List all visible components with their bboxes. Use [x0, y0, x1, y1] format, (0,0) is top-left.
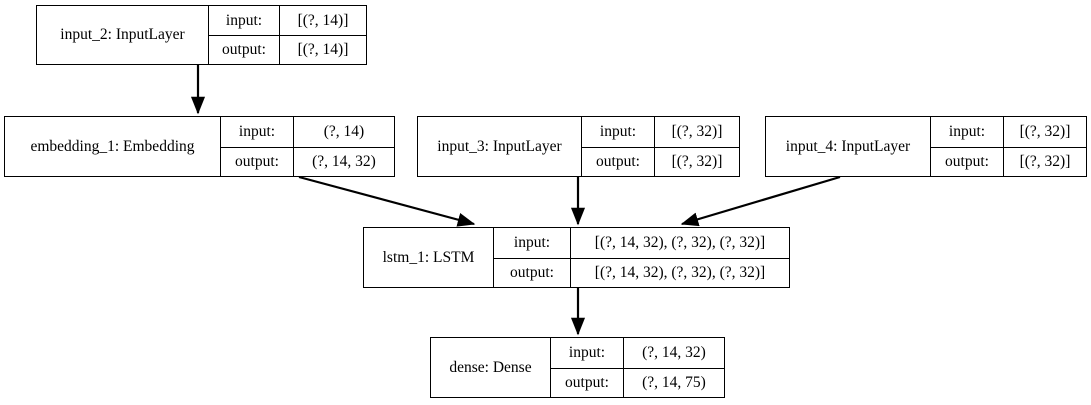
node-input_3-output-label: output: — [596, 152, 640, 170]
node-embedding_1-input-row: input: (?, 14) — [221, 117, 394, 147]
node-input_4-input-row: input: [(?, 32)] — [931, 117, 1086, 147]
node-dense-io: input: (?, 14, 32) output: (?, 14, 75) — [550, 338, 724, 397]
node-input_2-output-shape: [(?, 14)] — [279, 36, 366, 64]
node-input_2-input-label: input: — [225, 11, 263, 29]
node-input_2-title: input_2: InputLayer — [60, 26, 185, 43]
node-input_3-io: input: [(?, 32)] output: [(?, 32)] — [581, 117, 739, 176]
node-input_3[interactable]: input_3: InputLayer input: [(?, 32)] out… — [417, 116, 740, 177]
node-input_4-output-label: output: — [945, 152, 989, 170]
node-dense-output-shape: (?, 14, 75) — [623, 368, 724, 397]
node-embedding_1-output-shape: (?, 14, 32) — [293, 147, 394, 176]
node-lstm_1[interactable]: lstm_1: LSTM input: [(?, 14, 32), (?, 32… — [363, 227, 790, 288]
node-embedding_1-output-label: output: — [235, 152, 279, 170]
node-input_2-output-label: output: — [222, 41, 266, 58]
node-lstm_1-input-label: input: — [513, 233, 551, 251]
node-input_3-output-shape: [(?, 32)] — [654, 147, 739, 176]
node-lstm_1-output-shape: [(?, 14, 32), (?, 32), (?, 32)] — [570, 258, 789, 287]
node-input_3-input-shape: [(?, 32)] — [654, 117, 739, 147]
edge-embedding-to-lstm — [298, 175, 476, 227]
node-dense-input-row: input: (?, 14, 32) — [551, 338, 724, 368]
node-lstm_1-output-row: output: [(?, 14, 32), (?, 32), (?, 32)] — [494, 257, 789, 287]
node-input_4-io: input: [(?, 32)] output: [(?, 32)] — [930, 117, 1086, 176]
node-embedding_1[interactable]: embedding_1: Embedding input: (?, 14) ou… — [4, 116, 395, 177]
node-input_2[interactable]: input_2: InputLayer input: [(?, 14)] out… — [36, 5, 367, 65]
node-input_2-io: input: [(?, 14)] output: [(?, 14)] — [208, 6, 366, 64]
node-lstm_1-title: lstm_1: LSTM — [382, 248, 475, 266]
node-embedding_1-input-label: input: — [238, 122, 276, 140]
node-input_2-input-shape: [(?, 14)] — [279, 6, 366, 35]
node-input_3-input-row: input: [(?, 32)] — [582, 117, 739, 147]
node-input_3-input-label: input: — [599, 122, 637, 140]
node-embedding_1-io: input: (?, 14) output: (?, 14, 32) — [220, 117, 394, 176]
node-input_4-output-shape: [(?, 32)] — [1003, 147, 1086, 176]
node-dense-title: dense: Dense — [449, 358, 532, 376]
edge-input4-to-lstm — [680, 175, 841, 227]
node-embedding_1-output-row: output: (?, 14, 32) — [221, 146, 394, 176]
node-input_3-title: input_3: InputLayer — [437, 137, 562, 155]
node-input_4-title: input_4: InputLayer — [785, 137, 911, 155]
node-dense-input-shape: (?, 14, 32) — [623, 338, 724, 368]
node-input_2-input-row: input: [(?, 14)] — [209, 6, 366, 35]
node-input_3-output-row: output: [(?, 32)] — [582, 146, 739, 176]
node-input_4-input-label: input: — [948, 122, 986, 140]
node-dense[interactable]: dense: Dense input: (?, 14, 32) output: … — [430, 337, 725, 398]
node-lstm_1-io: input: [(?, 14, 32), (?, 32), (?, 32)] o… — [493, 228, 789, 287]
node-embedding_1-input-shape: (?, 14) — [293, 117, 394, 147]
node-lstm_1-input-shape: [(?, 14, 32), (?, 32), (?, 32)] — [570, 228, 789, 258]
node-input_4-output-row: output: [(?, 32)] — [931, 146, 1086, 176]
node-input_4[interactable]: input_4: InputLayer input: [(?, 32)] out… — [765, 116, 1087, 177]
node-input_4-input-shape: [(?, 32)] — [1003, 117, 1086, 147]
node-dense-input-label: input: — [568, 343, 606, 361]
node-lstm_1-output-label: output: — [510, 263, 554, 281]
node-dense-output-row: output: (?, 14, 75) — [551, 367, 724, 397]
node-embedding_1-title: embedding_1: Embedding — [30, 137, 195, 155]
node-input_2-output-row: output: [(?, 14)] — [209, 35, 366, 64]
node-dense-output-label: output: — [565, 373, 609, 391]
node-lstm_1-input-row: input: [(?, 14, 32), (?, 32), (?, 32)] — [494, 228, 789, 258]
